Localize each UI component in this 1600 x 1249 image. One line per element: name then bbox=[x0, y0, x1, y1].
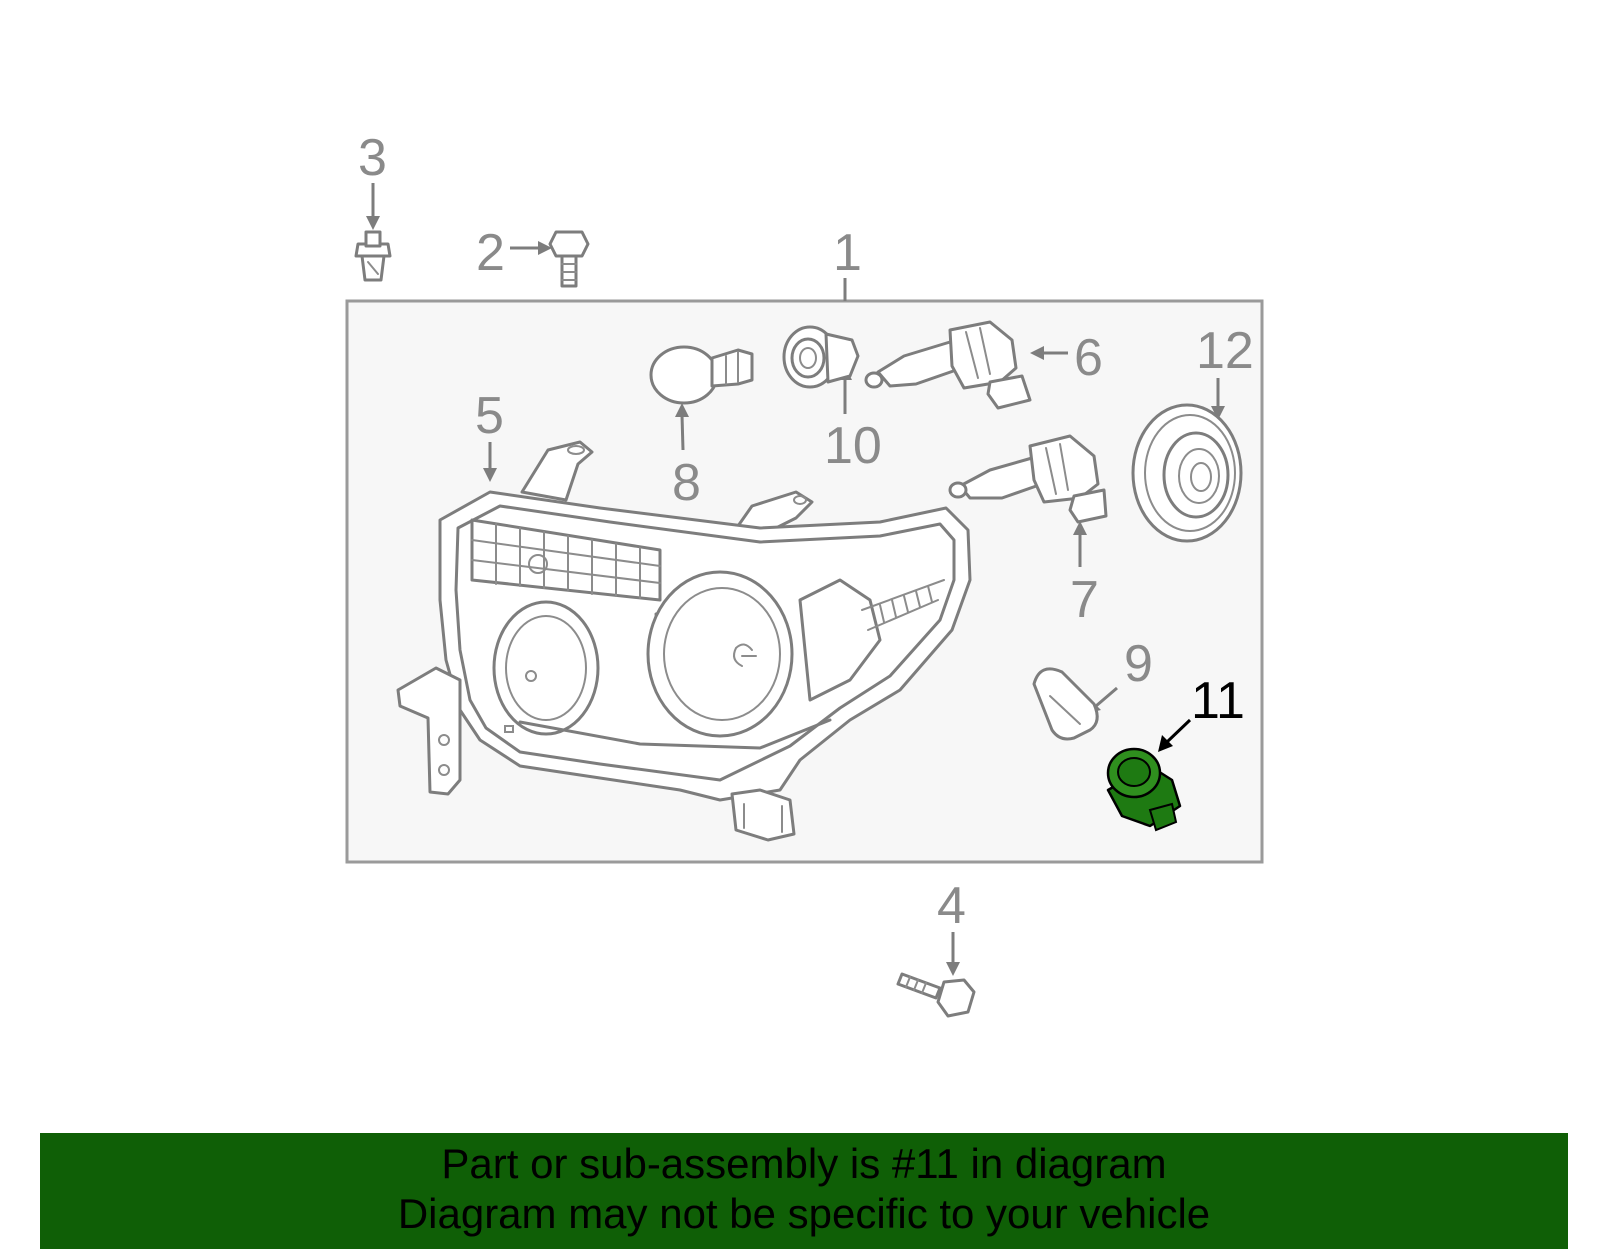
callout-9: 9 bbox=[1124, 635, 1153, 693]
leader-11 bbox=[1158, 718, 1192, 752]
leader-12 bbox=[1211, 378, 1225, 420]
leader-5 bbox=[483, 442, 497, 482]
cover-part-12 bbox=[1131, 403, 1243, 543]
callout-3: 3 bbox=[358, 129, 387, 187]
callout-7: 7 bbox=[1070, 571, 1099, 629]
leader-6 bbox=[1030, 346, 1068, 360]
callout-8: 8 bbox=[672, 454, 701, 512]
clip-part-3 bbox=[354, 230, 392, 282]
socket-part-10 bbox=[782, 325, 860, 389]
footer-banner: Part or sub-assembly is #11 in diagram D… bbox=[40, 1133, 1568, 1249]
callout-1: 1 bbox=[833, 224, 862, 282]
callout-5: 5 bbox=[475, 387, 504, 445]
bolt-part-2 bbox=[548, 230, 590, 288]
socket-part-11-highlighted bbox=[1106, 747, 1182, 832]
callout-11: 11 bbox=[1191, 672, 1245, 730]
leader-7 bbox=[1073, 521, 1087, 567]
bulb-part-9 bbox=[1032, 667, 1099, 741]
leader-2 bbox=[510, 241, 552, 255]
leader-3 bbox=[366, 183, 380, 230]
footer-line-1: Part or sub-assembly is #11 in diagram bbox=[441, 1140, 1167, 1187]
bulb-part-7 bbox=[948, 434, 1108, 524]
callout-2: 2 bbox=[476, 224, 505, 282]
callout-6: 6 bbox=[1074, 329, 1103, 387]
footer-line-2: Diagram may not be specific to your vehi… bbox=[397, 1190, 1211, 1237]
bulb-part-6 bbox=[864, 320, 1032, 410]
bolt-part-4 bbox=[896, 972, 976, 1018]
leader-4 bbox=[946, 932, 960, 976]
headlamp-housing-part-5 bbox=[396, 440, 972, 842]
callout-12: 12 bbox=[1196, 322, 1254, 380]
callout-10: 10 bbox=[824, 417, 882, 475]
callout-4: 4 bbox=[937, 877, 966, 935]
bulb-part-8 bbox=[649, 345, 754, 405]
leader-8 bbox=[675, 403, 689, 451]
